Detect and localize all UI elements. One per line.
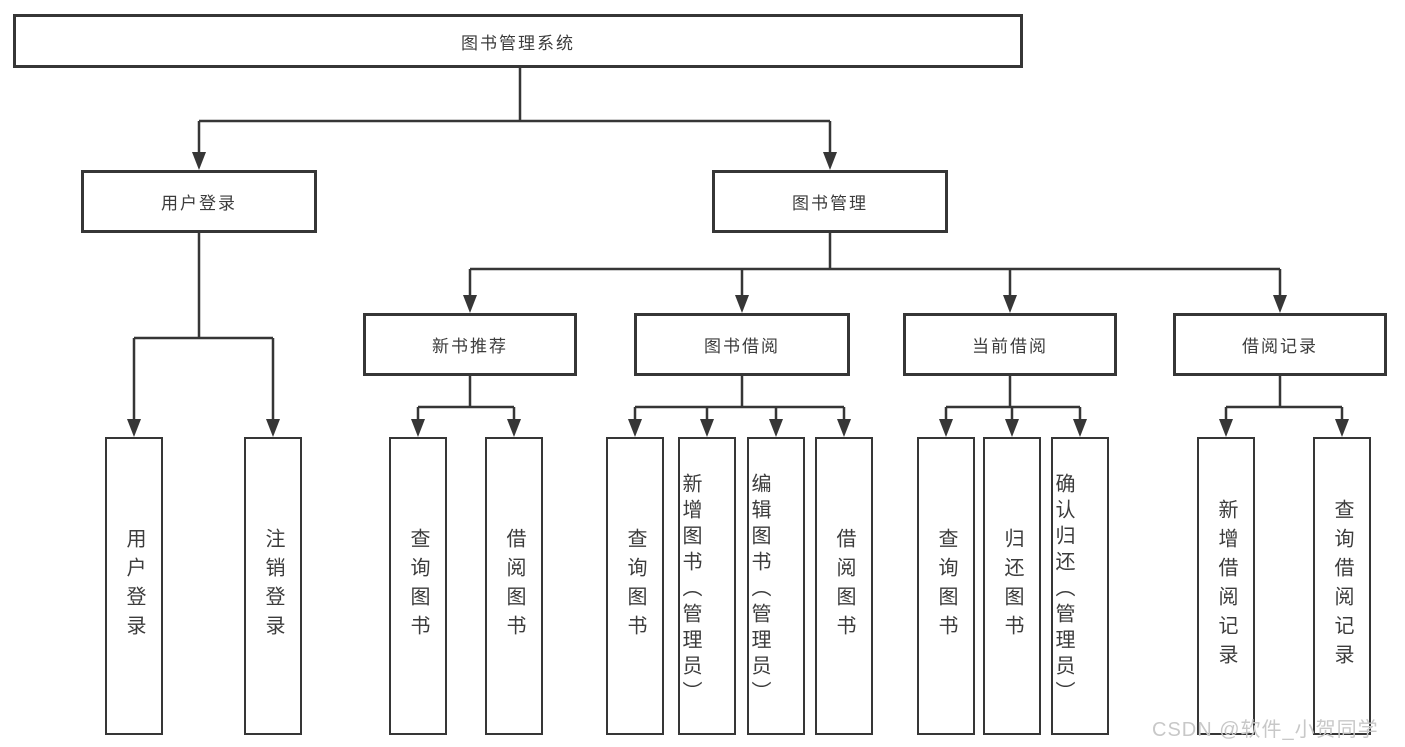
arrow-icon xyxy=(507,419,521,437)
arrow-icon xyxy=(823,152,837,170)
arrow-icon xyxy=(1003,295,1017,313)
node-book-management-label: 图书管理 xyxy=(792,194,868,213)
leaf-label: 编辑图书（管理员） xyxy=(748,472,770,707)
leaf-label: 新增借阅记录 xyxy=(1215,499,1237,673)
leaf-borrow-book-1: 借阅图书 xyxy=(485,437,543,735)
arrow-icon xyxy=(463,295,477,313)
leaf-label: 注销登录 xyxy=(262,528,284,644)
connector-root-to-level2 xyxy=(197,68,832,154)
node-root-label: 图书管理系统 xyxy=(461,33,575,53)
arrow-icon xyxy=(628,419,642,437)
leaf-label: 新增图书（管理员） xyxy=(679,472,701,707)
node-user-login: 用户登录 xyxy=(81,170,317,233)
arrow-icon xyxy=(1273,295,1287,313)
arrow-icon xyxy=(939,419,953,437)
arrow-icon xyxy=(266,419,280,437)
leaf-confirm-return-admin: 确认归还（管理员） xyxy=(1051,437,1109,735)
node-user-login-label: 用户登录 xyxy=(161,194,237,213)
leaf-logout: 注销登录 xyxy=(244,437,302,735)
leaf-query-borrow-record: 查询借阅记录 xyxy=(1313,437,1371,735)
leaf-label: 借阅图书 xyxy=(503,528,525,644)
leaf-add-borrow-record: 新增借阅记录 xyxy=(1197,437,1255,735)
connector-book-borrow-children xyxy=(633,376,846,421)
connector-current-borrow-children xyxy=(944,376,1082,421)
node-book-management: 图书管理 xyxy=(712,170,948,233)
node-borrow-record: 借阅记录 xyxy=(1173,313,1387,376)
leaf-label: 归还图书 xyxy=(1001,528,1023,644)
node-root: 图书管理系统 xyxy=(13,14,1023,68)
node-book-borrow: 图书借阅 xyxy=(634,313,850,376)
node-new-book-recommend: 新书推荐 xyxy=(363,313,577,376)
connector-borrow-record-children xyxy=(1224,376,1344,421)
csdn-watermark: CSDN @软件_小贺同学 xyxy=(1152,719,1379,741)
leaf-label: 查询借阅记录 xyxy=(1331,499,1353,673)
leaf-return-book: 归还图书 xyxy=(983,437,1041,735)
leaf-query-book-2: 查询图书 xyxy=(606,437,664,735)
leaf-query-book-1: 查询图书 xyxy=(389,437,447,735)
leaf-label: 用户登录 xyxy=(123,528,145,644)
arrow-icon xyxy=(1073,419,1087,437)
node-current-borrow: 当前借阅 xyxy=(903,313,1117,376)
arrowheads xyxy=(127,152,1349,437)
leaf-label: 查询图书 xyxy=(624,528,646,644)
node-borrow-record-label: 借阅记录 xyxy=(1242,337,1318,356)
arrow-icon xyxy=(700,419,714,437)
arrow-icon xyxy=(127,419,141,437)
arrow-icon xyxy=(735,295,749,313)
arrow-icon xyxy=(769,419,783,437)
connector-user-login-children xyxy=(132,233,275,421)
leaf-label: 借阅图书 xyxy=(833,528,855,644)
arrow-icon xyxy=(1219,419,1233,437)
leaf-label: 查询图书 xyxy=(407,528,429,644)
arrow-icon xyxy=(837,419,851,437)
node-new-book-recommend-label: 新书推荐 xyxy=(432,337,508,356)
node-current-borrow-label: 当前借阅 xyxy=(972,337,1048,356)
arrow-icon xyxy=(411,419,425,437)
leaf-query-book-3: 查询图书 xyxy=(917,437,975,735)
leaf-label: 确认归还（管理员） xyxy=(1052,472,1074,707)
leaf-edit-book-admin: 编辑图书（管理员） xyxy=(747,437,805,735)
leaf-user-login: 用户登录 xyxy=(105,437,163,735)
leaf-add-book-admin: 新增图书（管理员） xyxy=(678,437,736,735)
arrow-icon xyxy=(192,152,206,170)
leaf-label: 查询图书 xyxy=(935,528,957,644)
connector-book-management-children xyxy=(468,233,1282,297)
arrow-icon xyxy=(1335,419,1349,437)
connector-new-book-children xyxy=(416,376,516,421)
leaf-borrow-book-2: 借阅图书 xyxy=(815,437,873,735)
node-book-borrow-label: 图书借阅 xyxy=(704,337,780,356)
arrow-icon xyxy=(1005,419,1019,437)
